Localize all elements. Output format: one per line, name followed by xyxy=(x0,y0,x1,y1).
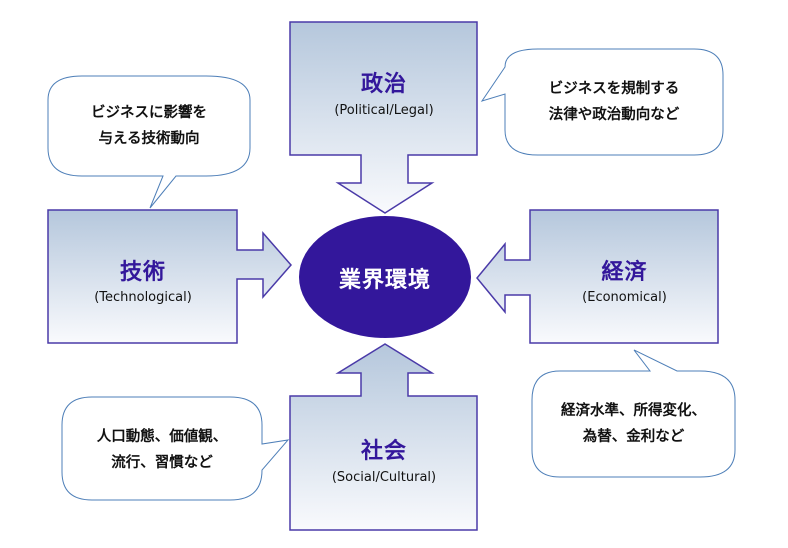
callout-economical-line1: 経済水準、所得変化、 xyxy=(561,403,706,419)
callout-economical-line2: 為替、金利など xyxy=(582,429,685,445)
political-box xyxy=(289,21,478,214)
callout-social-line2: 流行、習慣など xyxy=(111,455,213,471)
economical-box xyxy=(476,209,719,344)
callout-political-line1: ビジネスを規制する xyxy=(548,81,680,97)
technological-box xyxy=(47,209,292,344)
callout-technological-line2: 与える技術動向 xyxy=(98,131,200,147)
center-label: 業界環境 xyxy=(338,268,431,293)
callout-political-line2: 法律や政治動向など xyxy=(548,107,680,123)
economical-subtitle: (Economical) xyxy=(582,290,667,305)
political-subtitle: (Political/Legal) xyxy=(334,103,434,118)
technological-title: 技術 xyxy=(119,260,166,285)
callout-social-text: 人口動態、価値観、 流行、習慣など xyxy=(62,424,262,476)
callout-technological-text: ビジネスに影響を 与える技術動向 xyxy=(48,100,250,152)
social-subtitle: (Social/Cultural) xyxy=(331,470,437,485)
callout-technological-line1: ビジネスに影響を xyxy=(91,105,207,121)
callout-economical-text: 経済水準、所得変化、 為替、金利など xyxy=(532,398,735,450)
callout-economical-shape xyxy=(531,349,736,478)
technological-subtitle: (Technological) xyxy=(94,290,192,305)
callout-political-shape xyxy=(480,48,724,156)
social-title: 社会 xyxy=(360,439,407,464)
social-box xyxy=(289,343,478,531)
economical-title: 経済 xyxy=(601,260,648,285)
center-ellipse xyxy=(299,216,471,338)
political-title: 政治 xyxy=(360,72,407,97)
callout-social-shape xyxy=(61,396,290,501)
callout-social-line1: 人口動態、価値観、 xyxy=(96,429,228,445)
callout-technological-shape xyxy=(47,75,251,209)
callout-political-text: ビジネスを規制する 法律や政治動向など xyxy=(505,76,723,128)
